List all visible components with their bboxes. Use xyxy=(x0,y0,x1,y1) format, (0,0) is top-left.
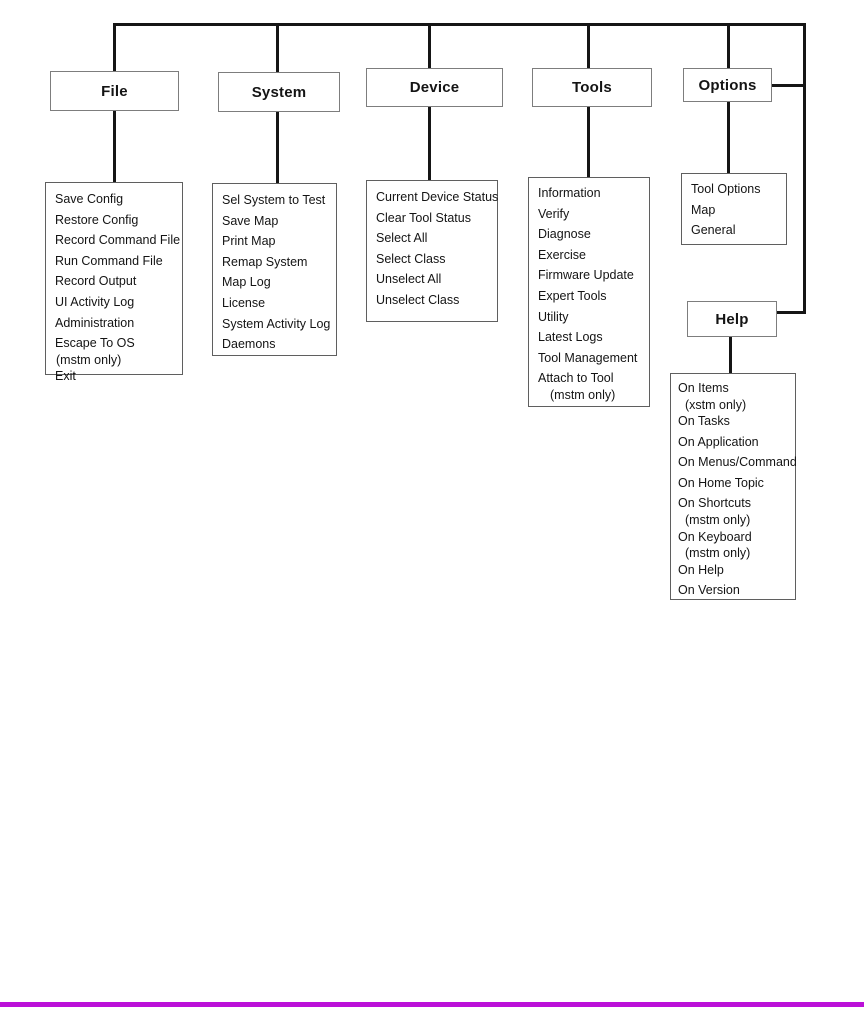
menu-item: Diagnose xyxy=(538,227,591,242)
menu-item-note: (mstm only) xyxy=(550,387,616,402)
menu-item: Utility xyxy=(538,309,569,324)
connector-top-horizontal xyxy=(114,23,806,26)
menu-items-file: Save Config Restore Config Record Comman… xyxy=(45,182,183,383)
menu-item: System Activity Log xyxy=(222,316,331,331)
menu-item: On Help xyxy=(678,562,724,577)
menu-item: Tool Management xyxy=(538,350,638,365)
connector-system-top xyxy=(276,23,279,74)
menu-item: Sel System to Test xyxy=(222,193,326,207)
menu-item: Save Map xyxy=(222,213,279,228)
connector-device-top xyxy=(428,23,431,70)
connector-options-top xyxy=(727,23,730,70)
menu-label-options: Options xyxy=(698,76,757,94)
menu-item: On Home Topic xyxy=(678,475,764,490)
menu-item: On Version xyxy=(678,583,740,598)
menu-item-note: (mstm only) xyxy=(56,352,122,367)
menu-item: On Tasks xyxy=(678,414,730,429)
menu-label-file: File xyxy=(101,82,128,100)
connector-tools-top xyxy=(587,23,590,70)
menu-item: Tool Options xyxy=(691,182,761,196)
menu-label-help: Help xyxy=(715,310,749,328)
connector-file-top xyxy=(113,23,116,73)
menu-box-file: File xyxy=(50,71,179,111)
menu-item: Exit xyxy=(55,369,76,384)
menu-item: Expert Tools xyxy=(538,288,607,303)
menu-item: Unselect All xyxy=(376,272,442,287)
menu-item: Map Log xyxy=(222,275,271,290)
menu-item: Current Device Status xyxy=(376,190,499,204)
menu-items-tools: Information Verify Diagnose Exercise Fir… xyxy=(528,177,650,407)
menu-box-options: Options xyxy=(683,68,772,102)
menu-item: Unselect Class xyxy=(376,292,460,307)
menu-item: Restore Config xyxy=(55,212,139,227)
menu-item: Firmware Update xyxy=(538,268,634,283)
connector-help-right xyxy=(777,311,806,314)
menu-item: Administration xyxy=(55,315,135,330)
menu-items-help: On Items (xstm only) On Tasks On Applica… xyxy=(670,373,797,600)
menu-item: General xyxy=(691,223,736,238)
menu-items-system: Sel System to Test Save Map Print Map Re… xyxy=(212,183,337,356)
menu-item: UI Activity Log xyxy=(55,294,135,309)
menu-item-note: (mstm only) xyxy=(685,513,751,528)
menu-items-device: Current Device Status Clear Tool Status … xyxy=(366,180,498,322)
menu-items-options: Tool Options Map General xyxy=(681,173,787,245)
menu-item: Save Config xyxy=(55,192,124,206)
menu-item: Attach to Tool (mstm only) xyxy=(538,368,649,401)
menu-label-tools: Tools xyxy=(572,79,612,96)
menu-item: Escape To OS (mstm only) xyxy=(55,333,182,366)
menu-item: On Application xyxy=(678,434,759,449)
menu-item: Information xyxy=(538,186,601,200)
menu-item-note: (xstm only) xyxy=(685,397,747,412)
menu-label-device: Device xyxy=(409,79,460,96)
menu-item: Record Output xyxy=(55,274,137,289)
menu-item: Exercise xyxy=(538,247,586,262)
menu-box-system: System xyxy=(218,72,340,112)
menu-item: Daemons xyxy=(222,337,276,352)
menu-item: On Items (xstm only) xyxy=(678,378,795,411)
connector-options-right xyxy=(772,84,806,87)
menu-item-note: (mstm only) xyxy=(685,546,751,561)
menu-item: Run Command File xyxy=(55,253,163,268)
menu-item: Print Map xyxy=(222,234,276,249)
menu-item: On Menus/Command xyxy=(678,455,797,470)
connector-options-items xyxy=(727,101,730,175)
menu-item: License xyxy=(222,295,266,310)
connector-help-items xyxy=(729,335,732,375)
menu-item: Remap System xyxy=(222,254,308,269)
menu-item: Select Class xyxy=(376,251,446,266)
menu-item: Record Command File xyxy=(55,233,181,248)
menu-label-system: System xyxy=(251,83,307,101)
connector-system-items xyxy=(276,111,279,185)
connector-device-items xyxy=(428,106,431,182)
connector-file-items xyxy=(113,110,116,184)
menu-box-help: Help xyxy=(687,301,777,337)
connector-tools-items xyxy=(587,105,590,179)
menu-box-tools: Tools xyxy=(532,68,652,107)
menu-item: Select All xyxy=(376,231,428,246)
bottom-page-rule xyxy=(0,1002,864,1007)
menu-item: On Shortcuts (mstm only) xyxy=(678,493,795,526)
menu-item: Map xyxy=(691,202,716,217)
menu-item: Clear Tool Status xyxy=(376,210,471,225)
menu-box-device: Device xyxy=(366,68,503,107)
menu-item: Latest Logs xyxy=(538,330,603,345)
menu-item: On Keyboard (mstm only) xyxy=(678,527,795,560)
menu-item: Verify xyxy=(538,206,570,221)
connector-right-vertical xyxy=(803,23,806,314)
